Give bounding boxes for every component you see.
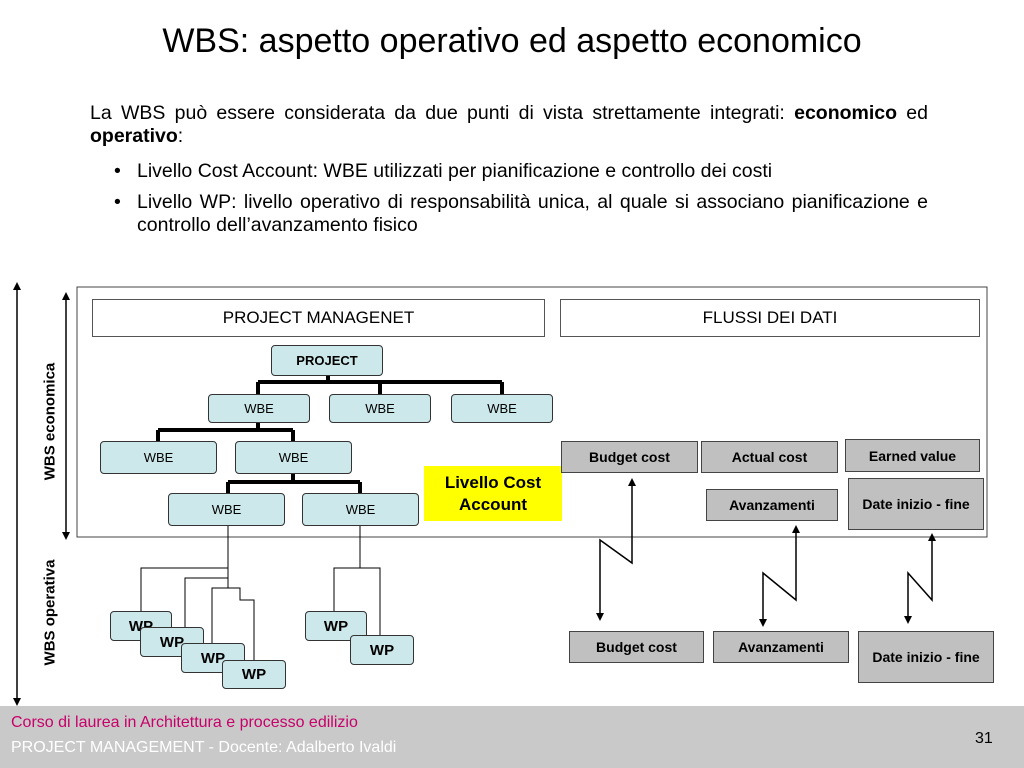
node-wbe-label: WBE <box>244 401 274 416</box>
bullet-list: • Livello Cost Account: WBE utilizzati pe… <box>114 160 928 245</box>
cost-account-label: Livello Cost Account <box>424 466 562 521</box>
bottom-avanzamenti-label: Avanzamenti <box>738 639 824 655</box>
node-wbe-1-1: WBE <box>208 394 310 423</box>
wp-label: WP <box>241 666 267 683</box>
tree-level1 <box>256 376 504 394</box>
intro-paragraph: La WBS può essere considerata da due pun… <box>90 102 928 148</box>
intro-text-mid: ed <box>897 102 928 124</box>
economic-frame <box>76 286 988 538</box>
header-data-flows: FLUSSI DEI DATI <box>560 299 980 337</box>
intro-text-end: : <box>177 125 184 147</box>
bullet-item: • Livello Cost Account: WBE utilizzati pe… <box>114 160 928 183</box>
top-budget-cost: Budget cost <box>561 441 698 473</box>
header-project-management: PROJECT MANAGENET <box>92 299 545 337</box>
footer-teacher: PROJECT MANAGEMENT - Docente: Adalberto … <box>11 739 397 756</box>
intro-bold-economico: economico <box>794 102 898 124</box>
top-budget-cost-label: Budget cost <box>589 449 670 465</box>
bottom-date-label: Date inizio - fine <box>872 649 980 665</box>
node-wbe-1-3: WBE <box>451 394 553 423</box>
node-wbe-3-2: WBE <box>302 493 419 526</box>
page-number: 31 <box>975 730 993 747</box>
wp-connectors <box>140 526 381 661</box>
wp-box: WP <box>350 635 414 665</box>
cost-account-text: Livello Cost Account <box>444 472 542 514</box>
node-project: PROJECT <box>271 345 383 376</box>
intro-bold-operativo: operativo <box>90 125 178 147</box>
header-project-management-label: PROJECT MANAGENET <box>222 308 415 327</box>
flow-arrows <box>596 478 936 627</box>
wp-label: WP <box>159 633 185 651</box>
tree-level2 <box>156 423 295 441</box>
footer-course: Corso di laurea in Architettura e proces… <box>11 714 358 731</box>
node-wbe-label: WBE <box>345 502 376 517</box>
side-label-operativa: WBS operativa <box>41 559 59 666</box>
wp-label: WP <box>323 617 349 635</box>
node-wbe-1-2: WBE <box>329 394 431 423</box>
bottom-budget-cost-label: Budget cost <box>596 639 677 655</box>
slide-title: WBS: aspetto operativo ed aspetto econom… <box>162 22 862 60</box>
tree-level3 <box>226 474 362 493</box>
bullet-text: Livello WP: livello operativo di respons… <box>137 191 928 236</box>
top-actual-cost: Actual cost <box>701 441 838 473</box>
node-wbe-label: WBE <box>143 450 174 465</box>
wp-box: WP <box>222 660 286 689</box>
top-date-label: Date inizio - fine <box>862 496 970 512</box>
wp-label: WP <box>200 649 226 667</box>
wp-box: WP <box>181 643 245 673</box>
footer-bar <box>0 706 1024 768</box>
wp-label: WP <box>369 641 395 659</box>
side-label-economica: WBS economica <box>41 362 59 481</box>
node-wbe-label: WBE <box>278 450 309 465</box>
bottom-avanzamenti: Avanzamenti <box>713 631 849 663</box>
node-project-label: PROJECT <box>296 353 358 368</box>
header-data-flows-label: FLUSSI DEI DATI <box>702 308 838 327</box>
top-earned-value: Earned value <box>845 439 980 472</box>
bullet-text: Livello Cost Account: WBE utilizzati per… <box>137 160 773 182</box>
bullet-marker: • <box>114 191 121 213</box>
top-avanzamenti: Avanzamenti <box>706 489 838 521</box>
node-wbe-2-1: WBE <box>100 441 217 474</box>
top-earned-value-label: Earned value <box>868 447 957 464</box>
intro-text-start: La WBS può essere considerata da due pun… <box>90 102 795 124</box>
top-avanzamenti-label: Avanzamenti <box>729 497 815 513</box>
bottom-date-inizio-fine: Date inizio - fine <box>858 631 994 683</box>
node-wbe-label: WBE <box>487 401 517 416</box>
node-wbe-label: WBE <box>211 502 242 517</box>
top-date-inizio-fine: Date inizio - fine <box>848 478 984 530</box>
bottom-budget-cost: Budget cost <box>569 631 704 663</box>
top-actual-cost-label: Actual cost <box>731 449 808 465</box>
bullet-item: • Livello WP: livello operativo di respon… <box>114 191 928 237</box>
node-wbe-2-2: WBE <box>235 441 352 474</box>
bullet-marker: • <box>114 160 121 182</box>
node-wbe-3-1: WBE <box>168 493 285 526</box>
node-wbe-label: WBE <box>365 401 395 416</box>
